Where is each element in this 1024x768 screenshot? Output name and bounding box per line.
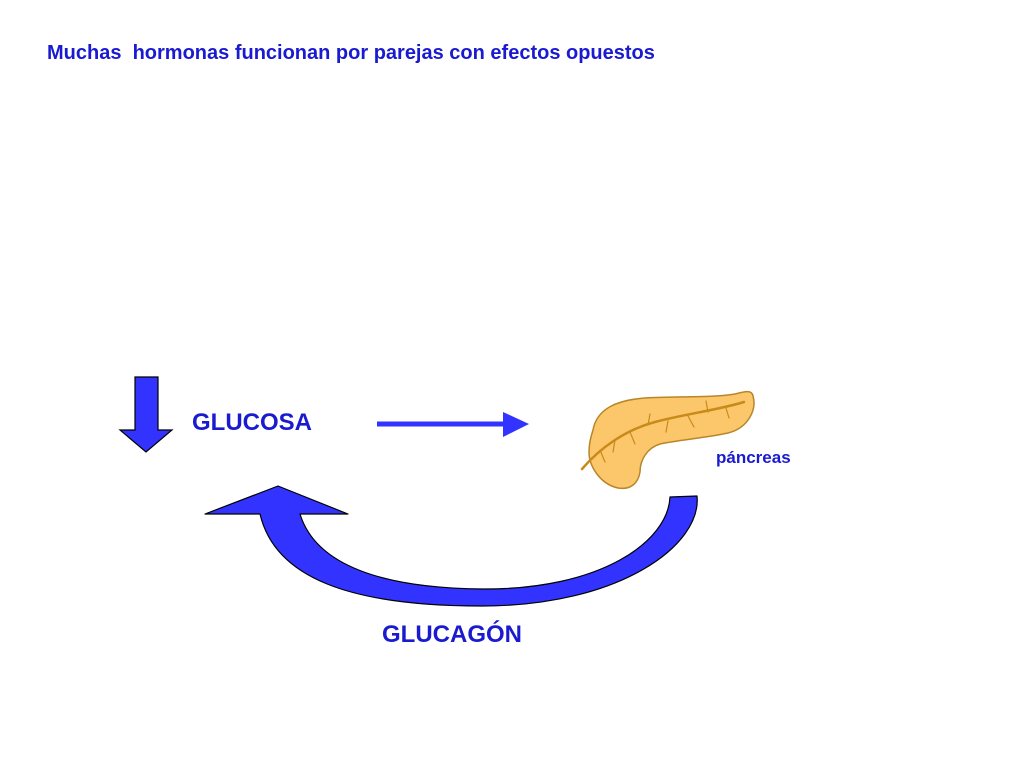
curved-return-arrow-icon: [204, 485, 698, 607]
down-arrow-icon: [118, 376, 174, 453]
right-arrow-icon: [377, 412, 529, 437]
pancreas-label: páncreas: [716, 448, 791, 467]
glucagon-label: GLUCAGÓN: [382, 621, 522, 648]
glucose-label: GLUCOSA: [192, 409, 312, 436]
slide-title: Muchas hormonas funcionan por parejas co…: [47, 42, 655, 64]
pancreas-icon: [580, 390, 755, 490]
